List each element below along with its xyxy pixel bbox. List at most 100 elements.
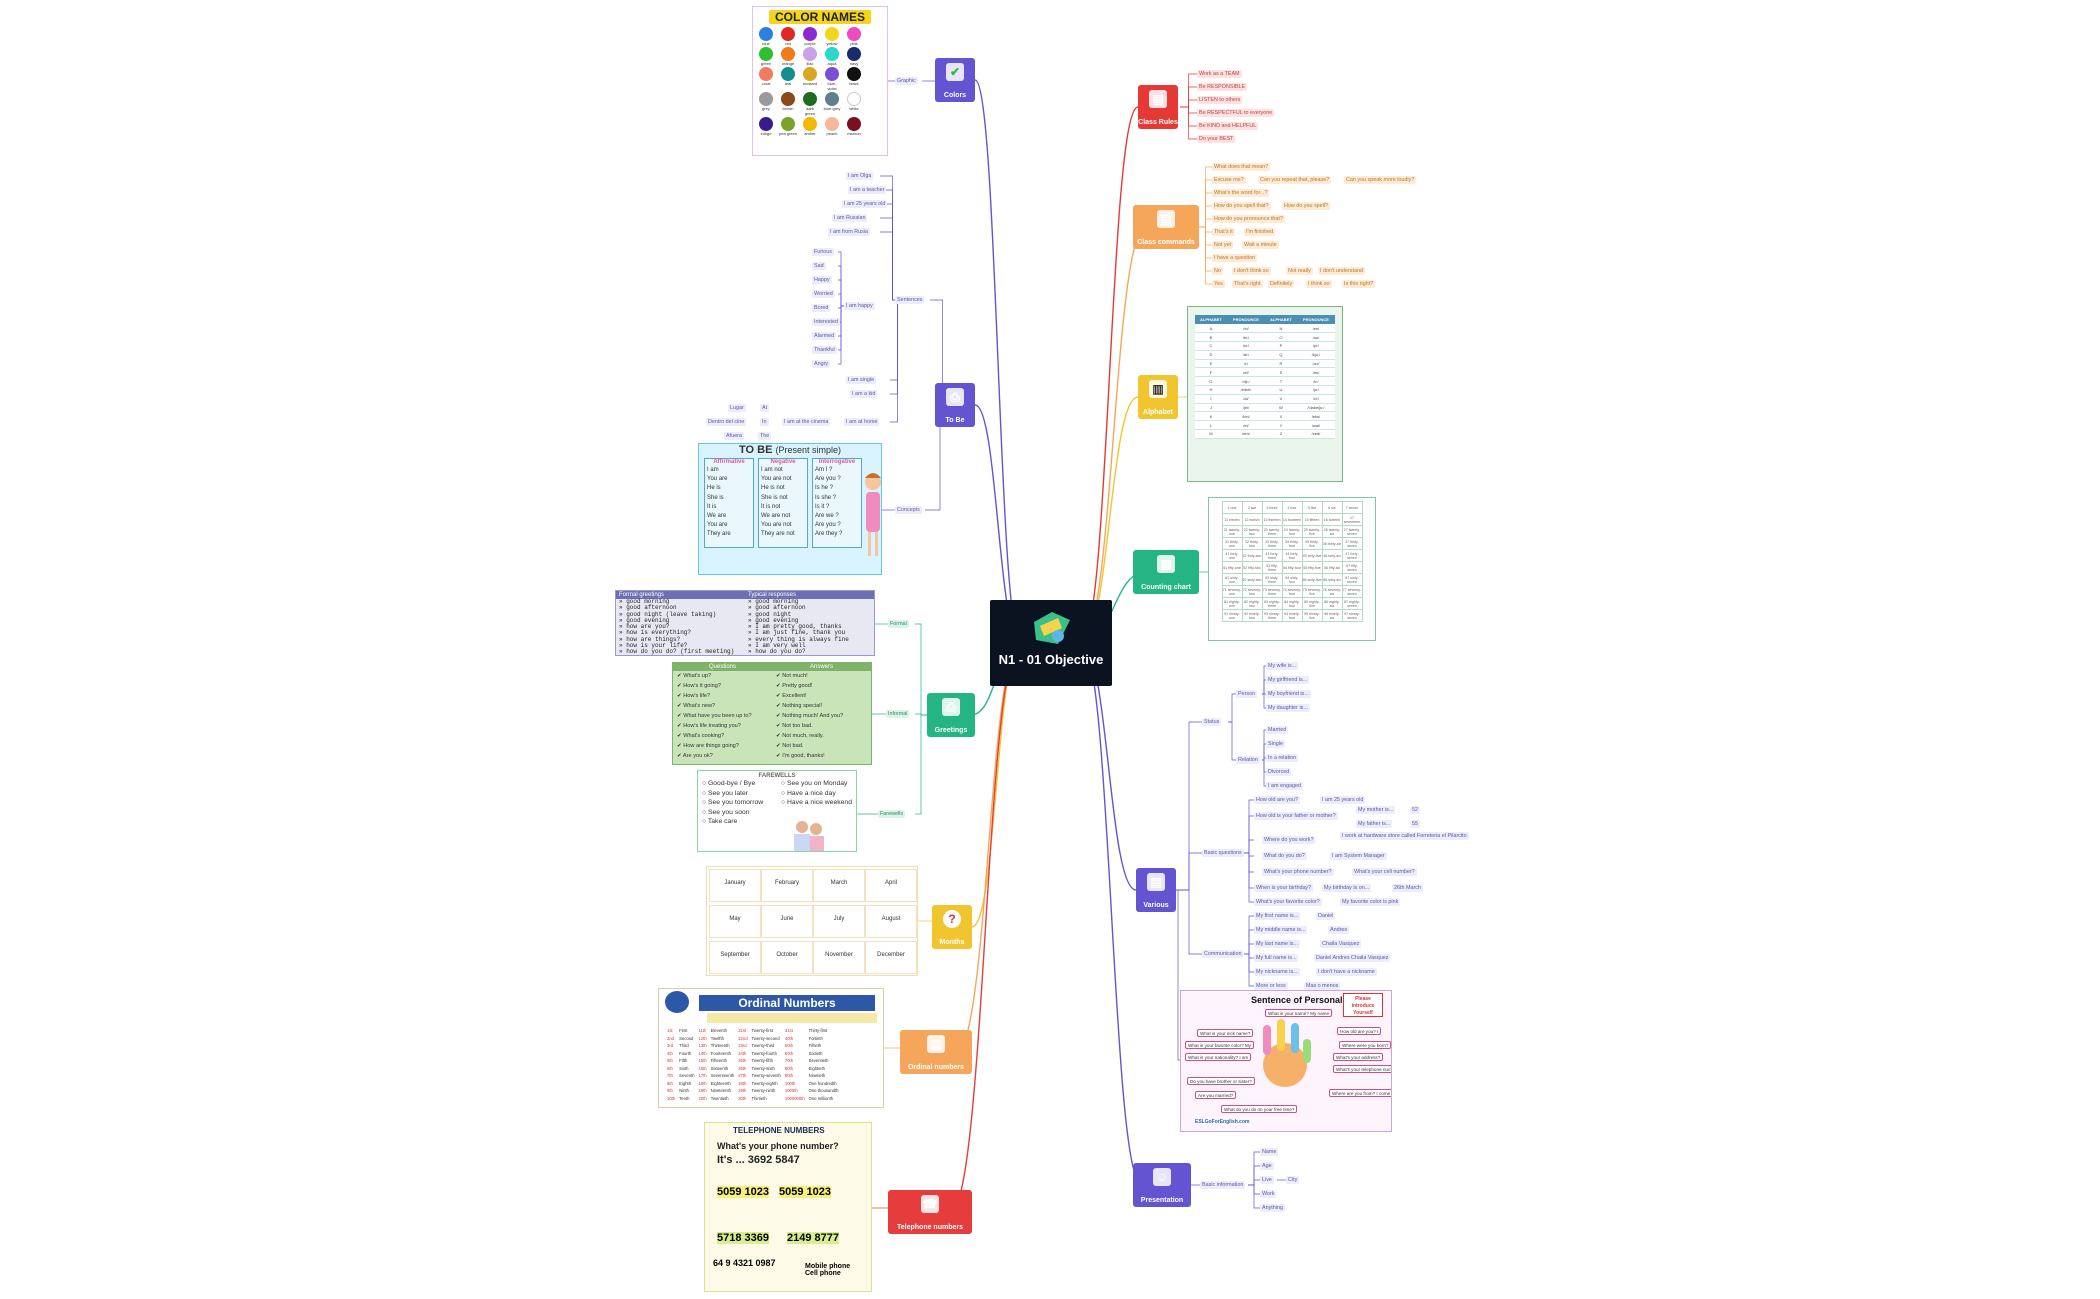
emotion-leaf[interactable]: Angry <box>812 360 831 368</box>
command-leaf[interactable]: That's it <box>1212 228 1235 236</box>
topic-class-commands[interactable]: ▤Class commands <box>1133 205 1199 249</box>
various-leaf[interactable]: My father is... <box>1356 820 1393 828</box>
various-leaf[interactable]: Communication <box>1202 950 1244 958</box>
to-be-sentence[interactable]: I am from Rusia <box>828 228 871 236</box>
various-leaf[interactable]: Chaila Vasquez <box>1320 940 1362 948</box>
various-leaf[interactable]: Daniel <box>1316 912 1336 920</box>
concepts-leaf[interactable]: Concepts <box>895 506 922 514</box>
command-leaf[interactable]: I don't understand <box>1318 267 1365 275</box>
various-leaf[interactable]: My first name is... <box>1254 912 1301 920</box>
various-leaf[interactable]: What's your favorite color? <box>1254 898 1322 906</box>
presentation-item[interactable]: Age <box>1260 1162 1274 1170</box>
topic-telephone-numbers[interactable]: ☎Telephone numbers <box>888 1190 972 1234</box>
topic-alphabet[interactable]: ▥Alphabet <box>1138 375 1178 419</box>
various-leaf[interactable]: I work at hardware store called Ferreter… <box>1340 832 1469 840</box>
presentation-item[interactable]: Work <box>1260 1190 1277 1198</box>
prep-leaf[interactable]: The <box>758 432 772 440</box>
various-leaf[interactable]: My wife is... <box>1266 662 1299 670</box>
emotion-leaf[interactable]: Thankful <box>812 346 837 354</box>
topic-various[interactable]: ▤Various <box>1136 868 1176 912</box>
emotion-leaf[interactable]: Alarmed <box>812 332 837 340</box>
emotion-leaf[interactable]: Furious <box>812 248 834 256</box>
various-leaf[interactable]: I don't have a nickname <box>1316 968 1377 976</box>
various-leaf[interactable]: What's your phone number? <box>1262 868 1334 876</box>
various-leaf[interactable]: Person <box>1236 690 1258 698</box>
command-leaf[interactable]: How do you pronounce that? <box>1212 215 1285 223</box>
command-leaf[interactable]: I'm finished <box>1244 228 1276 236</box>
command-leaf[interactable]: I have a question <box>1212 254 1258 262</box>
command-leaf[interactable]: I think so <box>1306 280 1332 288</box>
emotion-leaf[interactable]: Worried <box>812 290 835 298</box>
various-leaf[interactable]: My last name is... <box>1254 940 1300 948</box>
command-leaf[interactable]: Yes <box>1212 280 1225 288</box>
to-be-sentence[interactable]: I am at the cinema <box>782 418 831 426</box>
to-be-sentence[interactable]: I am Russian <box>832 214 868 222</box>
various-leaf[interactable]: Mas o menos <box>1304 982 1341 990</box>
to-be-sentence[interactable]: I am a kid <box>850 390 878 398</box>
topic-ordinal-numbers[interactable]: ▤Ordinal numbers <box>900 1030 972 1074</box>
command-leaf[interactable]: How do you spell? <box>1282 202 1331 210</box>
place-leaf[interactable]: Afuera <box>724 432 744 440</box>
command-leaf[interactable]: Wait a minute <box>1242 241 1279 249</box>
to-be-sentence[interactable]: I am 25 years old <box>842 200 888 208</box>
presentation-item[interactable]: Anything <box>1260 1204 1285 1212</box>
various-leaf[interactable]: 55 <box>1410 820 1420 828</box>
various-leaf[interactable]: Single <box>1266 740 1285 748</box>
various-leaf[interactable]: Married <box>1266 726 1289 734</box>
command-leaf[interactable]: What does that mean? <box>1212 163 1271 171</box>
emotion-leaf[interactable]: Bored <box>812 304 831 312</box>
various-leaf[interactable]: My middle name is... <box>1254 926 1308 934</box>
leaf-graphic[interactable]: Graphic <box>895 77 918 85</box>
to-be-sentence[interactable]: I am at home <box>844 418 880 426</box>
command-leaf[interactable]: That's right <box>1232 280 1263 288</box>
presentation-item[interactable]: Name <box>1260 1148 1279 1156</box>
to-be-sentence[interactable]: I am Olga <box>846 172 874 180</box>
rule-leaf[interactable]: LISTEN to others <box>1197 96 1243 104</box>
topic-presentation[interactable]: ☺Presentation <box>1133 1163 1191 1207</box>
to-be-sentence[interactable]: I am single <box>846 376 877 384</box>
various-leaf[interactable]: My daughter is... <box>1266 704 1310 712</box>
topic-greetings[interactable]: ⎙Greetings <box>927 693 975 737</box>
command-leaf[interactable]: I don't think so <box>1232 267 1271 275</box>
various-leaf[interactable]: Status <box>1202 718 1222 726</box>
command-leaf[interactable]: Definitely <box>1268 280 1295 288</box>
topic-class-rules[interactable]: ▤Class Rules <box>1138 85 1178 129</box>
various-leaf[interactable]: My girlfriend is... <box>1266 676 1310 684</box>
place-leaf[interactable]: Dentro del cine <box>706 418 747 426</box>
emotion-leaf[interactable]: Interested <box>812 318 840 326</box>
topic-to-be[interactable]: ⎙To Be <box>935 383 975 427</box>
various-leaf[interactable]: Divorced <box>1266 768 1292 776</box>
various-leaf[interactable]: How old are you? <box>1254 796 1300 804</box>
various-leaf[interactable]: I am engaged <box>1266 782 1303 790</box>
rule-leaf[interactable]: Do your BEST <box>1197 135 1236 143</box>
prep-leaf[interactable]: At <box>760 404 770 412</box>
various-leaf[interactable]: Relation <box>1236 756 1260 764</box>
rule-leaf[interactable]: Be RESPECTFUL to everyone <box>1197 109 1275 117</box>
command-leaf[interactable]: Can you speak more loudly? <box>1344 176 1417 184</box>
various-leaf[interactable]: My birthday is on... <box>1322 884 1372 892</box>
emotion-leaf[interactable]: Sad <box>812 262 826 270</box>
command-leaf[interactable]: No <box>1212 267 1223 275</box>
topic-counting-chart[interactable]: ▦Counting chart <box>1133 550 1199 594</box>
various-leaf[interactable]: My mother is... <box>1356 806 1396 814</box>
command-leaf[interactable]: How do you spell that? <box>1212 202 1271 210</box>
basic-info-leaf[interactable]: Basic information <box>1200 1181 1246 1189</box>
topic-months[interactable]: ?Months <box>932 905 972 949</box>
farewells-leaf[interactable]: Farewells <box>878 810 906 818</box>
emotion-leaf[interactable]: Happy <box>812 276 832 284</box>
various-leaf[interactable]: In a relation <box>1266 754 1299 762</box>
sentences-leaf[interactable]: Sentences <box>895 296 925 304</box>
central-topic[interactable]: N1 - 01 Objective <box>990 600 1112 686</box>
various-leaf[interactable]: What's your cell number? <box>1352 868 1417 876</box>
various-leaf[interactable]: When is your birthday? <box>1254 884 1314 892</box>
various-leaf[interactable]: 52 <box>1410 806 1420 814</box>
command-leaf[interactable]: Excuse me? <box>1212 176 1246 184</box>
various-leaf[interactable]: More or less <box>1254 982 1288 990</box>
various-leaf[interactable]: I am System Manager <box>1330 852 1387 860</box>
to-be-sentence[interactable]: I am a teacher <box>848 186 887 194</box>
presentation-item[interactable]: Live <box>1260 1176 1274 1184</box>
various-leaf[interactable]: Basic questions <box>1202 849 1244 857</box>
various-leaf[interactable]: My boyfriend is... <box>1266 690 1311 698</box>
various-leaf[interactable]: My favorite color is pink <box>1340 898 1401 906</box>
presentation-item[interactable]: City <box>1286 1176 1300 1184</box>
